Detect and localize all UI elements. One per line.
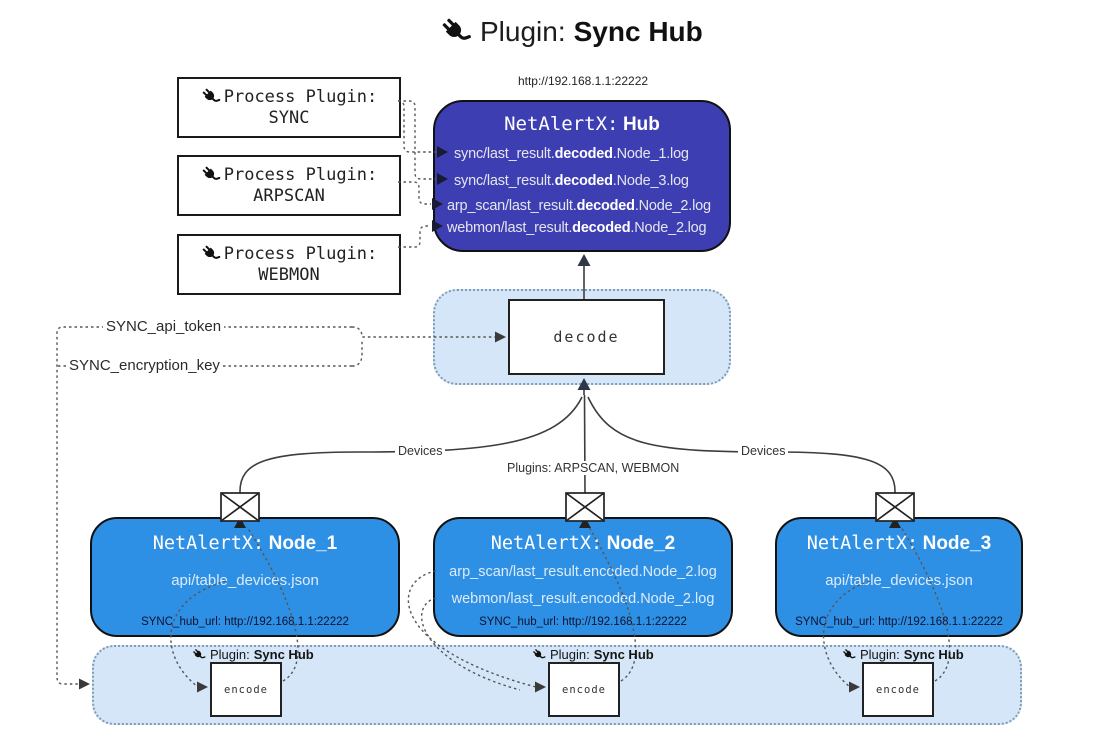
band-plugin-label: Plugin: Sync Hub [192, 647, 314, 662]
node-file: api/table_devices.json [825, 572, 973, 589]
edge-label-plugins: Plugins: ARPSCAN, WEBMON [504, 461, 683, 475]
node-file: api/table_devices.json [171, 572, 319, 589]
plug-icon [842, 648, 856, 662]
node-box-node1: NetAlertX: Node_1 api/table_devices.json… [90, 517, 400, 637]
edge-label-devices-right: Devices [738, 444, 789, 458]
decode-box: decode [508, 299, 665, 375]
process-plugin-name: WEBMON [258, 265, 320, 285]
encode-box: encode [862, 662, 934, 717]
page-title: Plugin: Sync Hub [440, 16, 703, 48]
band-plugin-label: Plugin: Sync Hub [532, 647, 654, 662]
hub-title: NetAlertX: Hub [504, 113, 660, 135]
plug-icon [192, 648, 206, 662]
encode-label: encode [224, 683, 268, 696]
encode-label: encode [562, 683, 606, 696]
encode-box: encode [210, 662, 282, 717]
node-title: NetAlertX: Node_1 [152, 533, 338, 554]
decode-label: decode [553, 328, 620, 346]
node-title: NetAlertX: Node_3 [806, 533, 992, 554]
process-plugin-name: ARPSCAN [253, 186, 325, 206]
plug-icon [532, 648, 546, 662]
plug-icon [201, 244, 221, 264]
page-title-name: Sync Hub [573, 16, 703, 47]
process-plugin-label: Process Plugin: [223, 165, 378, 185]
process-plugin-arpscan: Process Plugin: ARPSCAN [177, 155, 401, 216]
encode-box: encode [548, 662, 620, 717]
node-box-node2: NetAlertX: Node_2 arp_scan/last_result.e… [433, 517, 733, 637]
hub-file-entry: sync/last_result.decoded.Node_1.log [454, 146, 689, 162]
page-title-prefix: Plugin: [480, 16, 566, 47]
encode-label: encode [876, 683, 920, 696]
node-title: NetAlertX: Node_2 [490, 533, 676, 554]
process-plugin-label: Process Plugin: [223, 244, 378, 264]
hub-file-entry: sync/last_result.decoded.Node_3.log [454, 173, 689, 189]
sync-api-token-label: SYNC_api_token [103, 318, 225, 335]
plug-icon [201, 87, 221, 107]
node-box-node3: NetAlertX: Node_3 api/table_devices.json… [775, 517, 1023, 637]
node-hub-url: SYNC_hub_url: http://192.168.1.1:22222 [141, 616, 349, 628]
hub-url-label: http://192.168.1.1:22222 [517, 74, 649, 88]
plug-icon [440, 16, 472, 48]
edge-label-devices-left: Devices [395, 444, 446, 458]
process-plugin-sync: Process Plugin: SYNC [177, 77, 401, 138]
plug-icon [201, 165, 221, 185]
node-hub-url: SYNC_hub_url: http://192.168.1.1:22222 [479, 616, 687, 628]
hub-file-entry: webmon/last_result.decoded.Node_2.log [447, 220, 707, 236]
sync-encryption-key-label: SYNC_encryption_key [66, 357, 223, 374]
process-plugin-webmon: Process Plugin: WEBMON [177, 234, 401, 295]
node-file: webmon/last_result.encoded.Node_2.log [451, 591, 715, 607]
hub-file-entry: arp_scan/last_result.decoded.Node_2.log [447, 198, 711, 214]
process-plugin-name: SYNC [268, 108, 310, 128]
process-plugin-label: Process Plugin: [223, 87, 378, 107]
band-plugin-label: Plugin: Sync Hub [842, 647, 964, 662]
node-file: arp_scan/last_result.encoded.Node_2.log [449, 564, 717, 580]
hub-box: NetAlertX: Hub sync/last_result.decoded.… [433, 100, 731, 252]
node-hub-url: SYNC_hub_url: http://192.168.1.1:22222 [795, 616, 1003, 628]
